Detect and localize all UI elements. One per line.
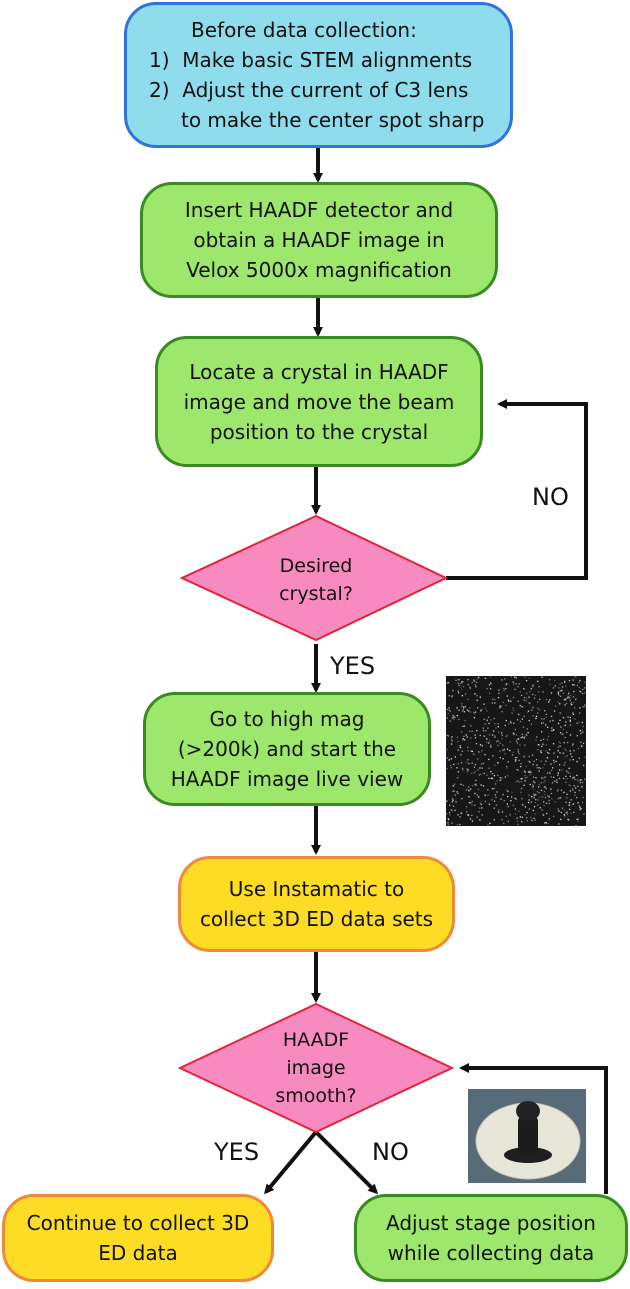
arrow-smooth-to-continue: [264, 1130, 318, 1195]
decision-smooth-text: HAADF image smooth?: [256, 1026, 376, 1110]
locate-line-2: image and move the beam: [183, 389, 455, 414]
step-highmag-box: Go to high mag (>200k) and start the HAA…: [143, 692, 431, 806]
instamatic-line-2: collect 3D ED data sets: [199, 907, 434, 931]
desired-line-1: Desired: [279, 555, 353, 577]
step-instamatic-box: Use Instamatic to collect 3D ED data set…: [178, 856, 455, 952]
smooth-line-2: image: [286, 1057, 346, 1079]
sample-holder-drawing: [475, 1101, 581, 1180]
prep-item-1-text: Make basic STEM alignments: [182, 48, 473, 72]
arrow-smooth-to-adjust: [314, 1130, 379, 1195]
step-adjust-box: Adjust stage position while collecting d…: [354, 1194, 628, 1282]
step-continue-box: Continue to collect 3D ED data: [2, 1194, 274, 1282]
arrow-no-loop: [446, 399, 588, 580]
locate-line-1: Locate a crystal in HAADF: [189, 359, 449, 384]
highmag-line-2: (>200k) and start the: [177, 737, 397, 761]
prep-item-2: 2) Adjust the current of C3 lens: [149, 75, 468, 105]
continue-line-1: Continue to collect 3D: [26, 1211, 250, 1235]
haadf-noise-image: [446, 676, 586, 827]
adjust-line-2: while collecting data: [387, 1241, 595, 1265]
prep-number-2: 2): [149, 78, 170, 102]
smooth-line-3: smooth?: [275, 1085, 357, 1107]
decision-desired-text: Desired crystal?: [256, 552, 376, 608]
locate-line-3: position to the crystal: [209, 419, 429, 444]
prep-item-2-cont: to make the center spot sharp: [181, 108, 485, 132]
label-yes-smooth: YES: [214, 1138, 260, 1166]
label-no-loop: NO: [532, 483, 569, 511]
step-prep-box: Before data collection: 1) Make basic ST…: [124, 2, 513, 148]
prep-title: Before data collection:: [191, 18, 417, 42]
prep-number-1: 1): [149, 48, 170, 72]
noise-dots: [446, 676, 586, 827]
desired-line-2: crystal?: [279, 583, 353, 605]
label-yes-desired: YES: [330, 652, 376, 680]
highmag-line-3: HAADF image live view: [170, 767, 404, 791]
haadf-line-1: Insert HAADF detector and: [184, 198, 454, 222]
instamatic-line-1: Use Instamatic to: [228, 877, 405, 901]
haadf-line-2: obtain a HAADF image in: [193, 228, 445, 252]
step-locate-box: Locate a crystal in HAADF image and move…: [155, 336, 483, 467]
prep-item-1: 1) Make basic STEM alignments: [149, 45, 472, 75]
label-no-smooth: NO: [372, 1138, 409, 1166]
haadf-line-3: Velox 5000x magnification: [186, 258, 452, 282]
smooth-line-1: HAADF: [282, 1029, 350, 1051]
prep-item-2-text: Adjust the current of C3 lens: [182, 78, 469, 102]
adjust-line-1: Adjust stage position: [386, 1211, 596, 1235]
sample-holder-photo: [468, 1089, 586, 1183]
step-haadf-box: Insert HAADF detector and obtain a HAADF…: [140, 182, 498, 298]
decision-smooth-diamond: [177, 1002, 455, 1134]
highmag-line-1: Go to high mag: [209, 707, 365, 731]
arrow-adjust-loop: [459, 1063, 608, 1194]
decision-desired-diamond: [179, 514, 449, 642]
continue-line-2: ED data: [98, 1241, 178, 1265]
